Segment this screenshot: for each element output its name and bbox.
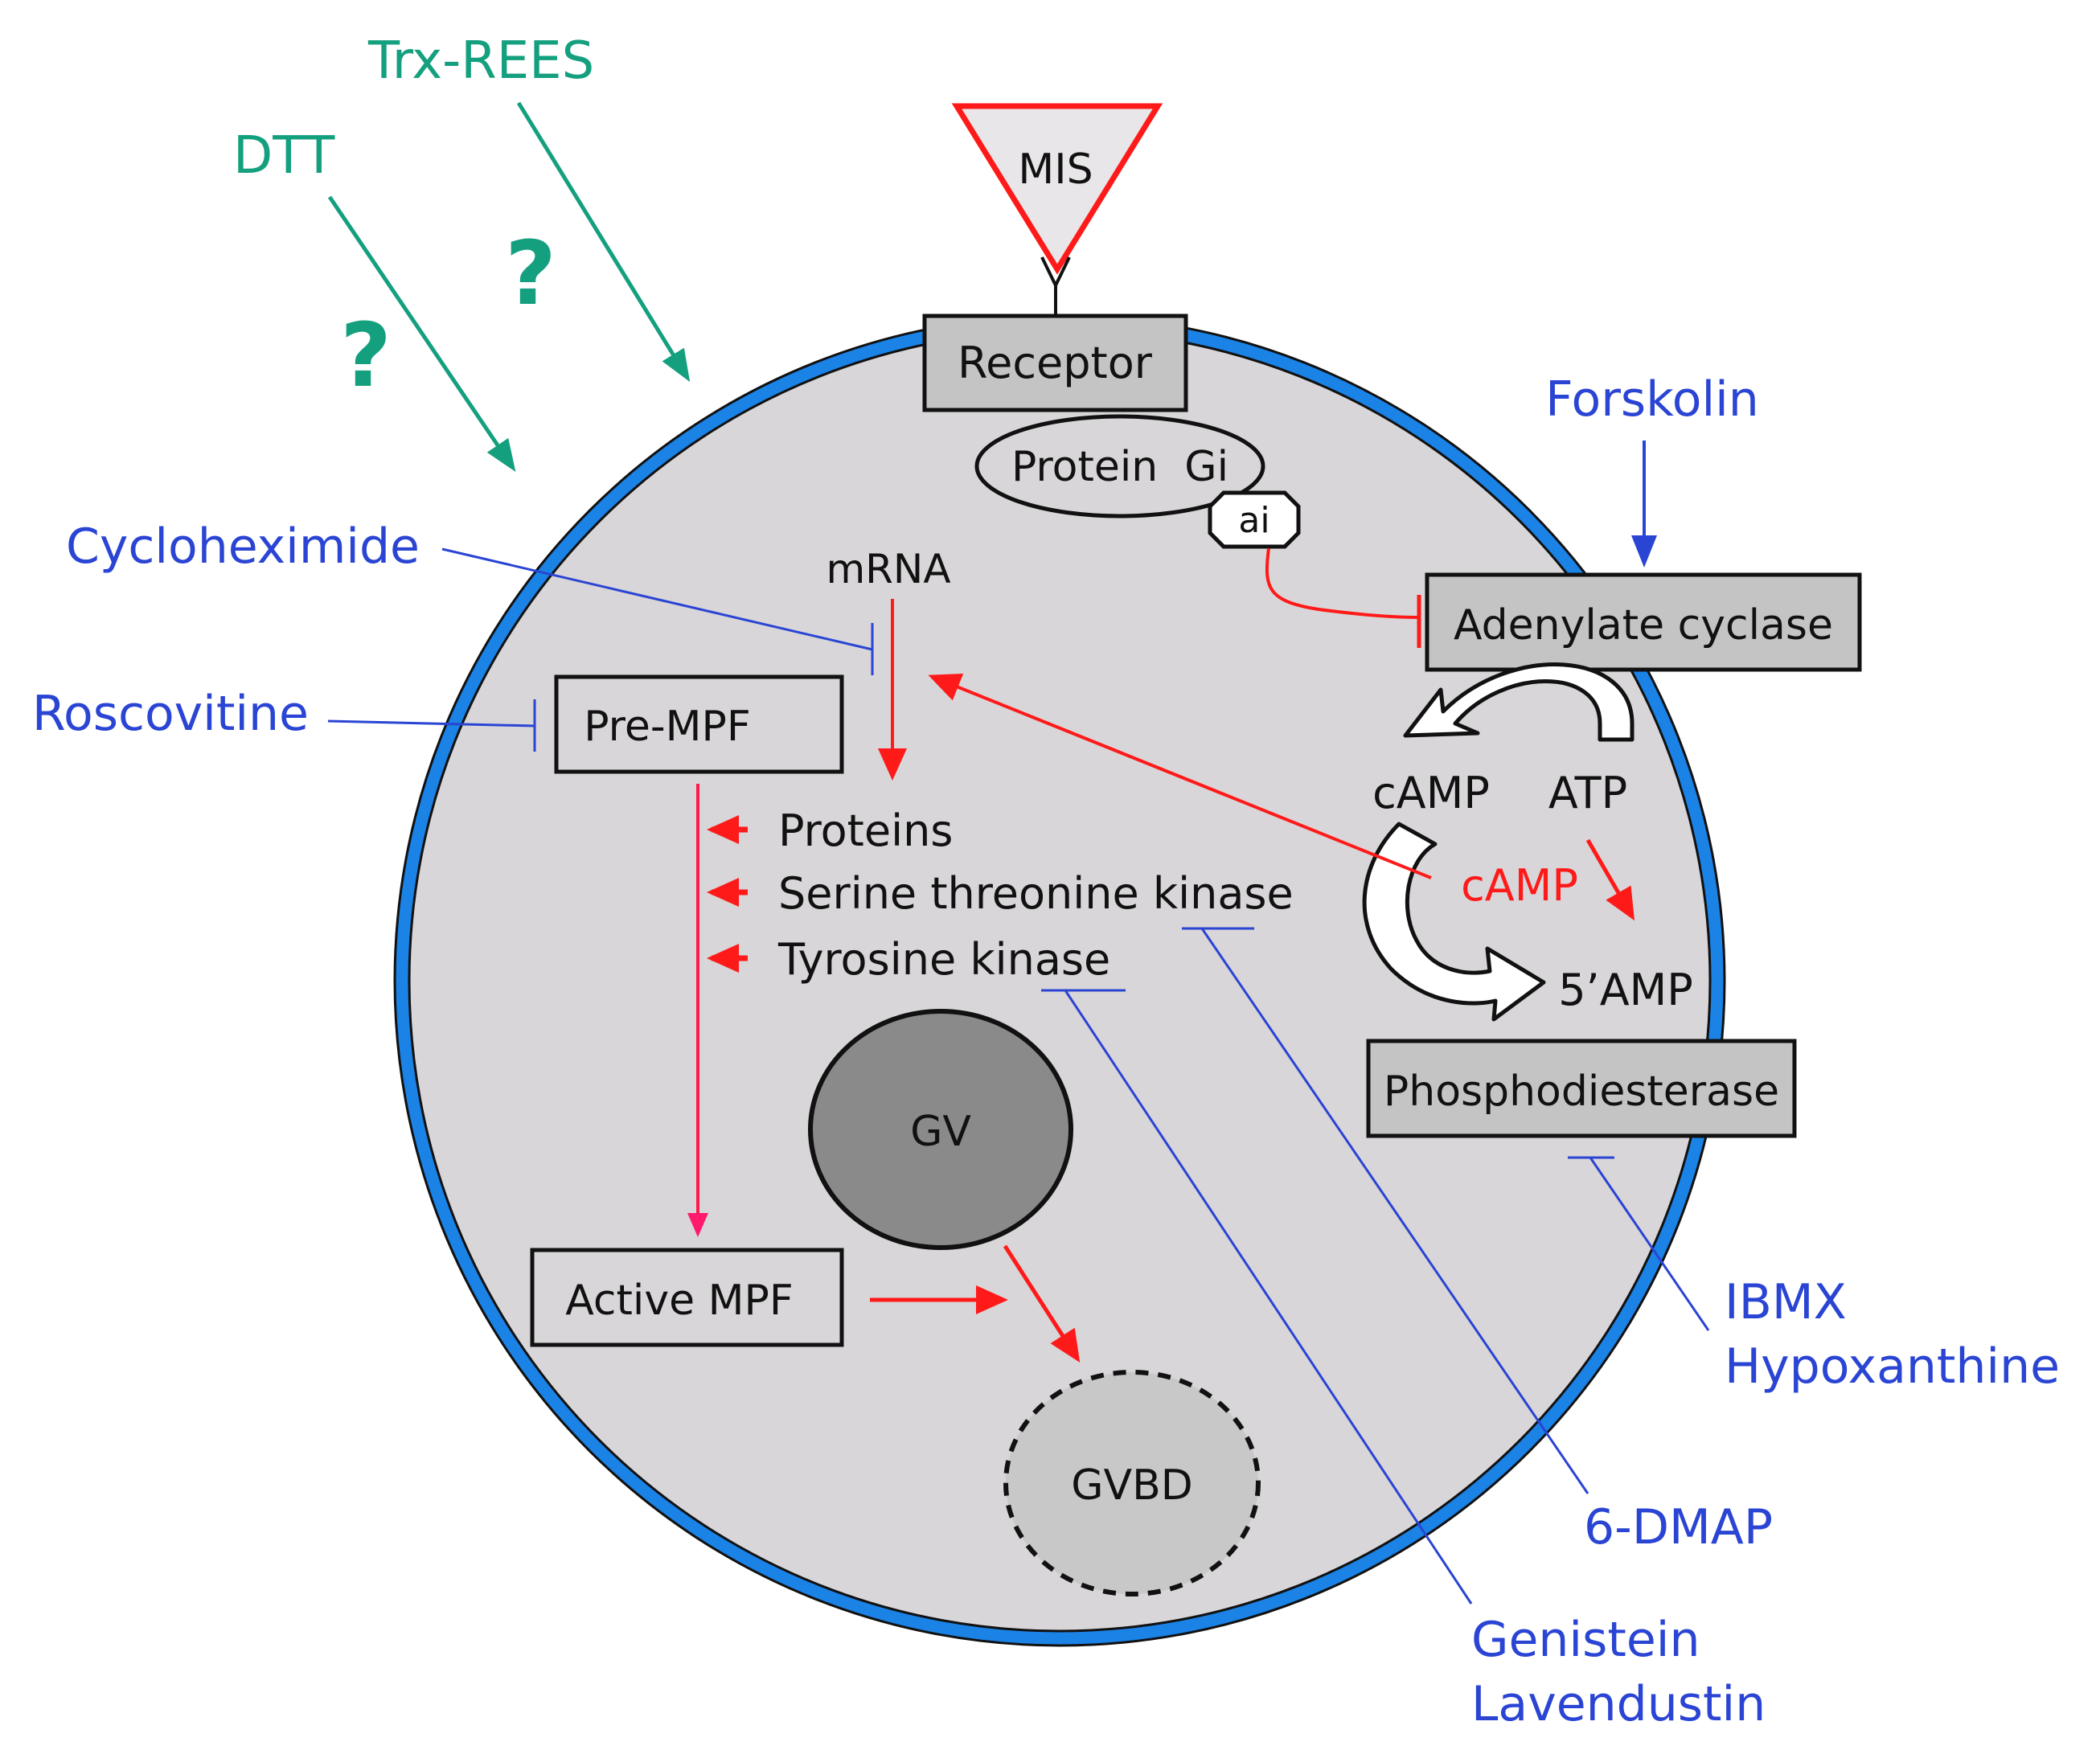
pre-mpf-box [554,674,844,774]
adenylate-cyclase-box [1425,572,1862,672]
amp-label: 5’AMP [1558,965,1693,1015]
six-dmap-inhibition-line [1200,928,1589,1494]
active-mpf-box [530,1248,844,1347]
pre-mpf-label: Pre-MPF [584,703,751,751]
tyrosine-kinase-label: Tyrosine kinase [777,934,1110,985]
atp-to-camp-curved-arrow [1403,662,1634,742]
forskolin-label: Forskolin [1545,371,1759,428]
mis-triangle [951,103,1163,275]
cycloheximide-label: Cycloheximide [66,518,420,575]
active-mpf-label: Active MPF [565,1277,794,1325]
trx-rees-arrow [516,101,691,383]
protein-gi-label: Protein Gi [1011,443,1228,491]
alpha-i-octagon [1208,490,1301,549]
gv-nucleus [808,1009,1073,1250]
gvbd-nucleus [1003,1370,1261,1596]
mrna-label: mRNA [826,546,950,592]
dtt-unknown-mark: ? [340,304,392,407]
ser-thr-kinase-label: Serine threonine kinase [778,868,1294,919]
six-dmap-label: 6-DMAP [1584,1499,1773,1555]
alpha-i-label: ai [1238,500,1269,541]
atp-label: ATP [1548,768,1627,818]
alpha-i-inhibition-line [1265,547,1420,619]
genistein-inhibition-line [1064,990,1473,1605]
ligand-binding-fork [1040,256,1071,318]
camp-product-label: cAMP [1372,768,1490,818]
roscovitine-inhibition-line [327,719,535,728]
hypoxanthine-label: Hypoxanthine [1725,1338,2060,1395]
gv-to-gvbd-arrow [1003,1244,1081,1363]
gv-label: GV [910,1108,971,1156]
protein-gi-ellipse [974,414,1265,518]
genistein-label: Genistein [1471,1612,1700,1668]
ibmx-inhibition-line [1589,1157,1710,1331]
atp-red-arrow [1585,838,1635,921]
cycloheximide-inhibition-line [441,547,873,651]
proteins-label: Proteins [778,805,953,856]
receptor-label: Receptor [958,338,1153,388]
camp-to-mrna-arrow [928,674,1432,879]
trx-rees-label: Trx-REES [367,31,594,91]
phosphodiesterase-box [1366,1039,1797,1138]
gvbd-label: GVBD [1071,1461,1193,1510]
camp-to-amp-curved-arrow [1362,822,1546,1022]
camp-active-label: cAMP [1461,860,1578,911]
receptor-box [922,314,1188,412]
lavendustin-label: Lavendustin [1471,1676,1766,1732]
dtt-arrow [327,195,516,472]
mis-label: MIS [1018,146,1093,194]
ibmx-label: IBMX [1725,1274,1847,1330]
dtt-label: DTT [233,126,335,186]
adenylate-cyclase-label: Adenylate cyclase [1454,601,1833,650]
trx-rees-unknown-mark: ? [505,222,556,325]
phosphodiesterase-label: Phosphodiesterase [1384,1068,1779,1116]
roscovitine-label: Roscovitine [32,686,309,742]
